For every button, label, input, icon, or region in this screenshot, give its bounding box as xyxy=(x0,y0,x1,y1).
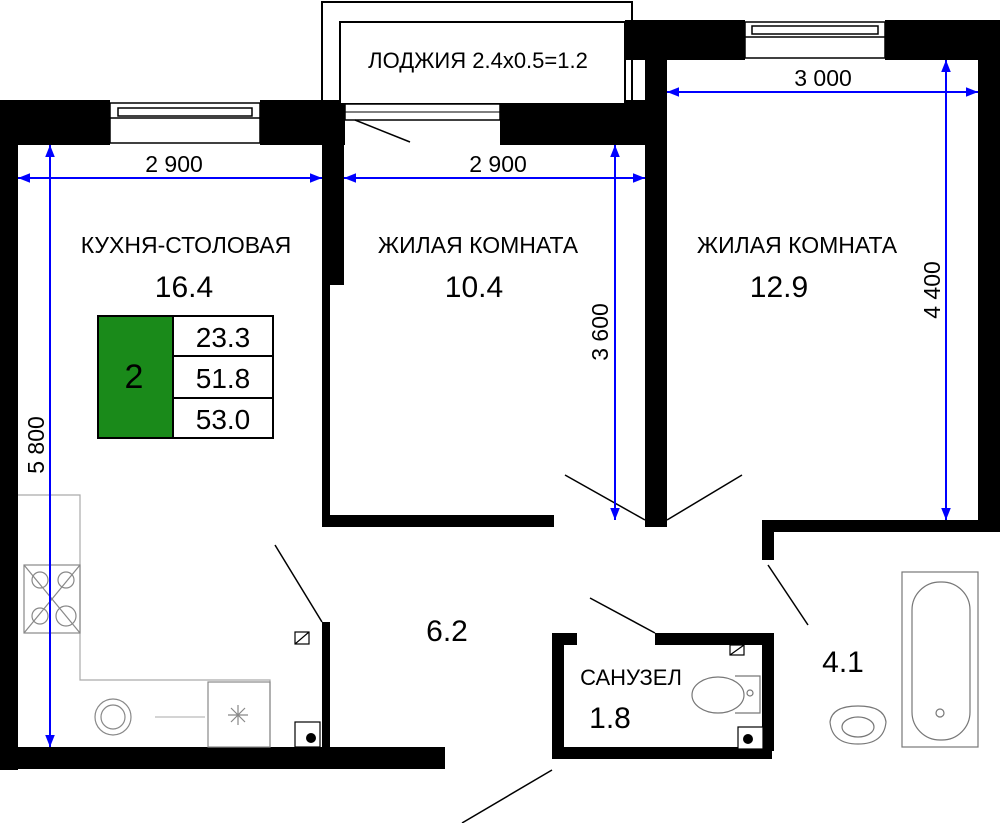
bathroom-fixtures xyxy=(829,571,979,748)
windows xyxy=(109,21,886,144)
wc-name: САНУЗЕЛ xyxy=(580,665,682,690)
dim-living1-width: 2 900 xyxy=(469,151,527,177)
dimension-lines xyxy=(18,60,978,747)
kitchen-fixtures xyxy=(18,494,321,748)
dim-living2-width: 3 000 xyxy=(794,65,852,91)
door-swings xyxy=(274,474,809,823)
living2-area: 12.9 xyxy=(750,271,808,304)
walls xyxy=(0,20,1000,770)
area-summary-badge: 2 23.3 51.8 53.0 xyxy=(97,315,274,439)
kitchen-name: КУХНЯ-СТОЛОВАЯ xyxy=(81,232,292,258)
living2-name: ЖИЛАЯ КОМНАТА xyxy=(697,232,898,258)
hall-area: 6.2 xyxy=(426,615,468,648)
wc-area: 1.8 xyxy=(589,702,631,735)
kitchen-area: 16.4 xyxy=(155,271,213,304)
wc-fixtures xyxy=(691,644,764,750)
rooms-count: 2 xyxy=(125,358,144,396)
kitchen-riser-icon xyxy=(306,733,316,743)
loggia-label: ЛОДЖИЯ 2.4x0.5=1.2 xyxy=(368,48,588,73)
living1-name: ЖИЛАЯ КОМНАТА xyxy=(378,232,579,258)
living1-area: 10.4 xyxy=(445,271,503,304)
total-area-value: 51.8 xyxy=(196,363,251,394)
loggia xyxy=(321,1,633,143)
dim-kitchen-width: 2 900 xyxy=(145,151,203,177)
dim-living2-length: 4 400 xyxy=(919,261,945,319)
dim-living1-length: 3 600 xyxy=(587,303,613,361)
wc-riser-icon xyxy=(743,734,753,744)
dim-kitchen-length: 5 800 xyxy=(23,416,49,474)
total-with-balcony-value: 53.0 xyxy=(196,404,251,435)
bathroom-area: 4.1 xyxy=(822,646,864,679)
living-area-value: 23.3 xyxy=(196,322,251,353)
